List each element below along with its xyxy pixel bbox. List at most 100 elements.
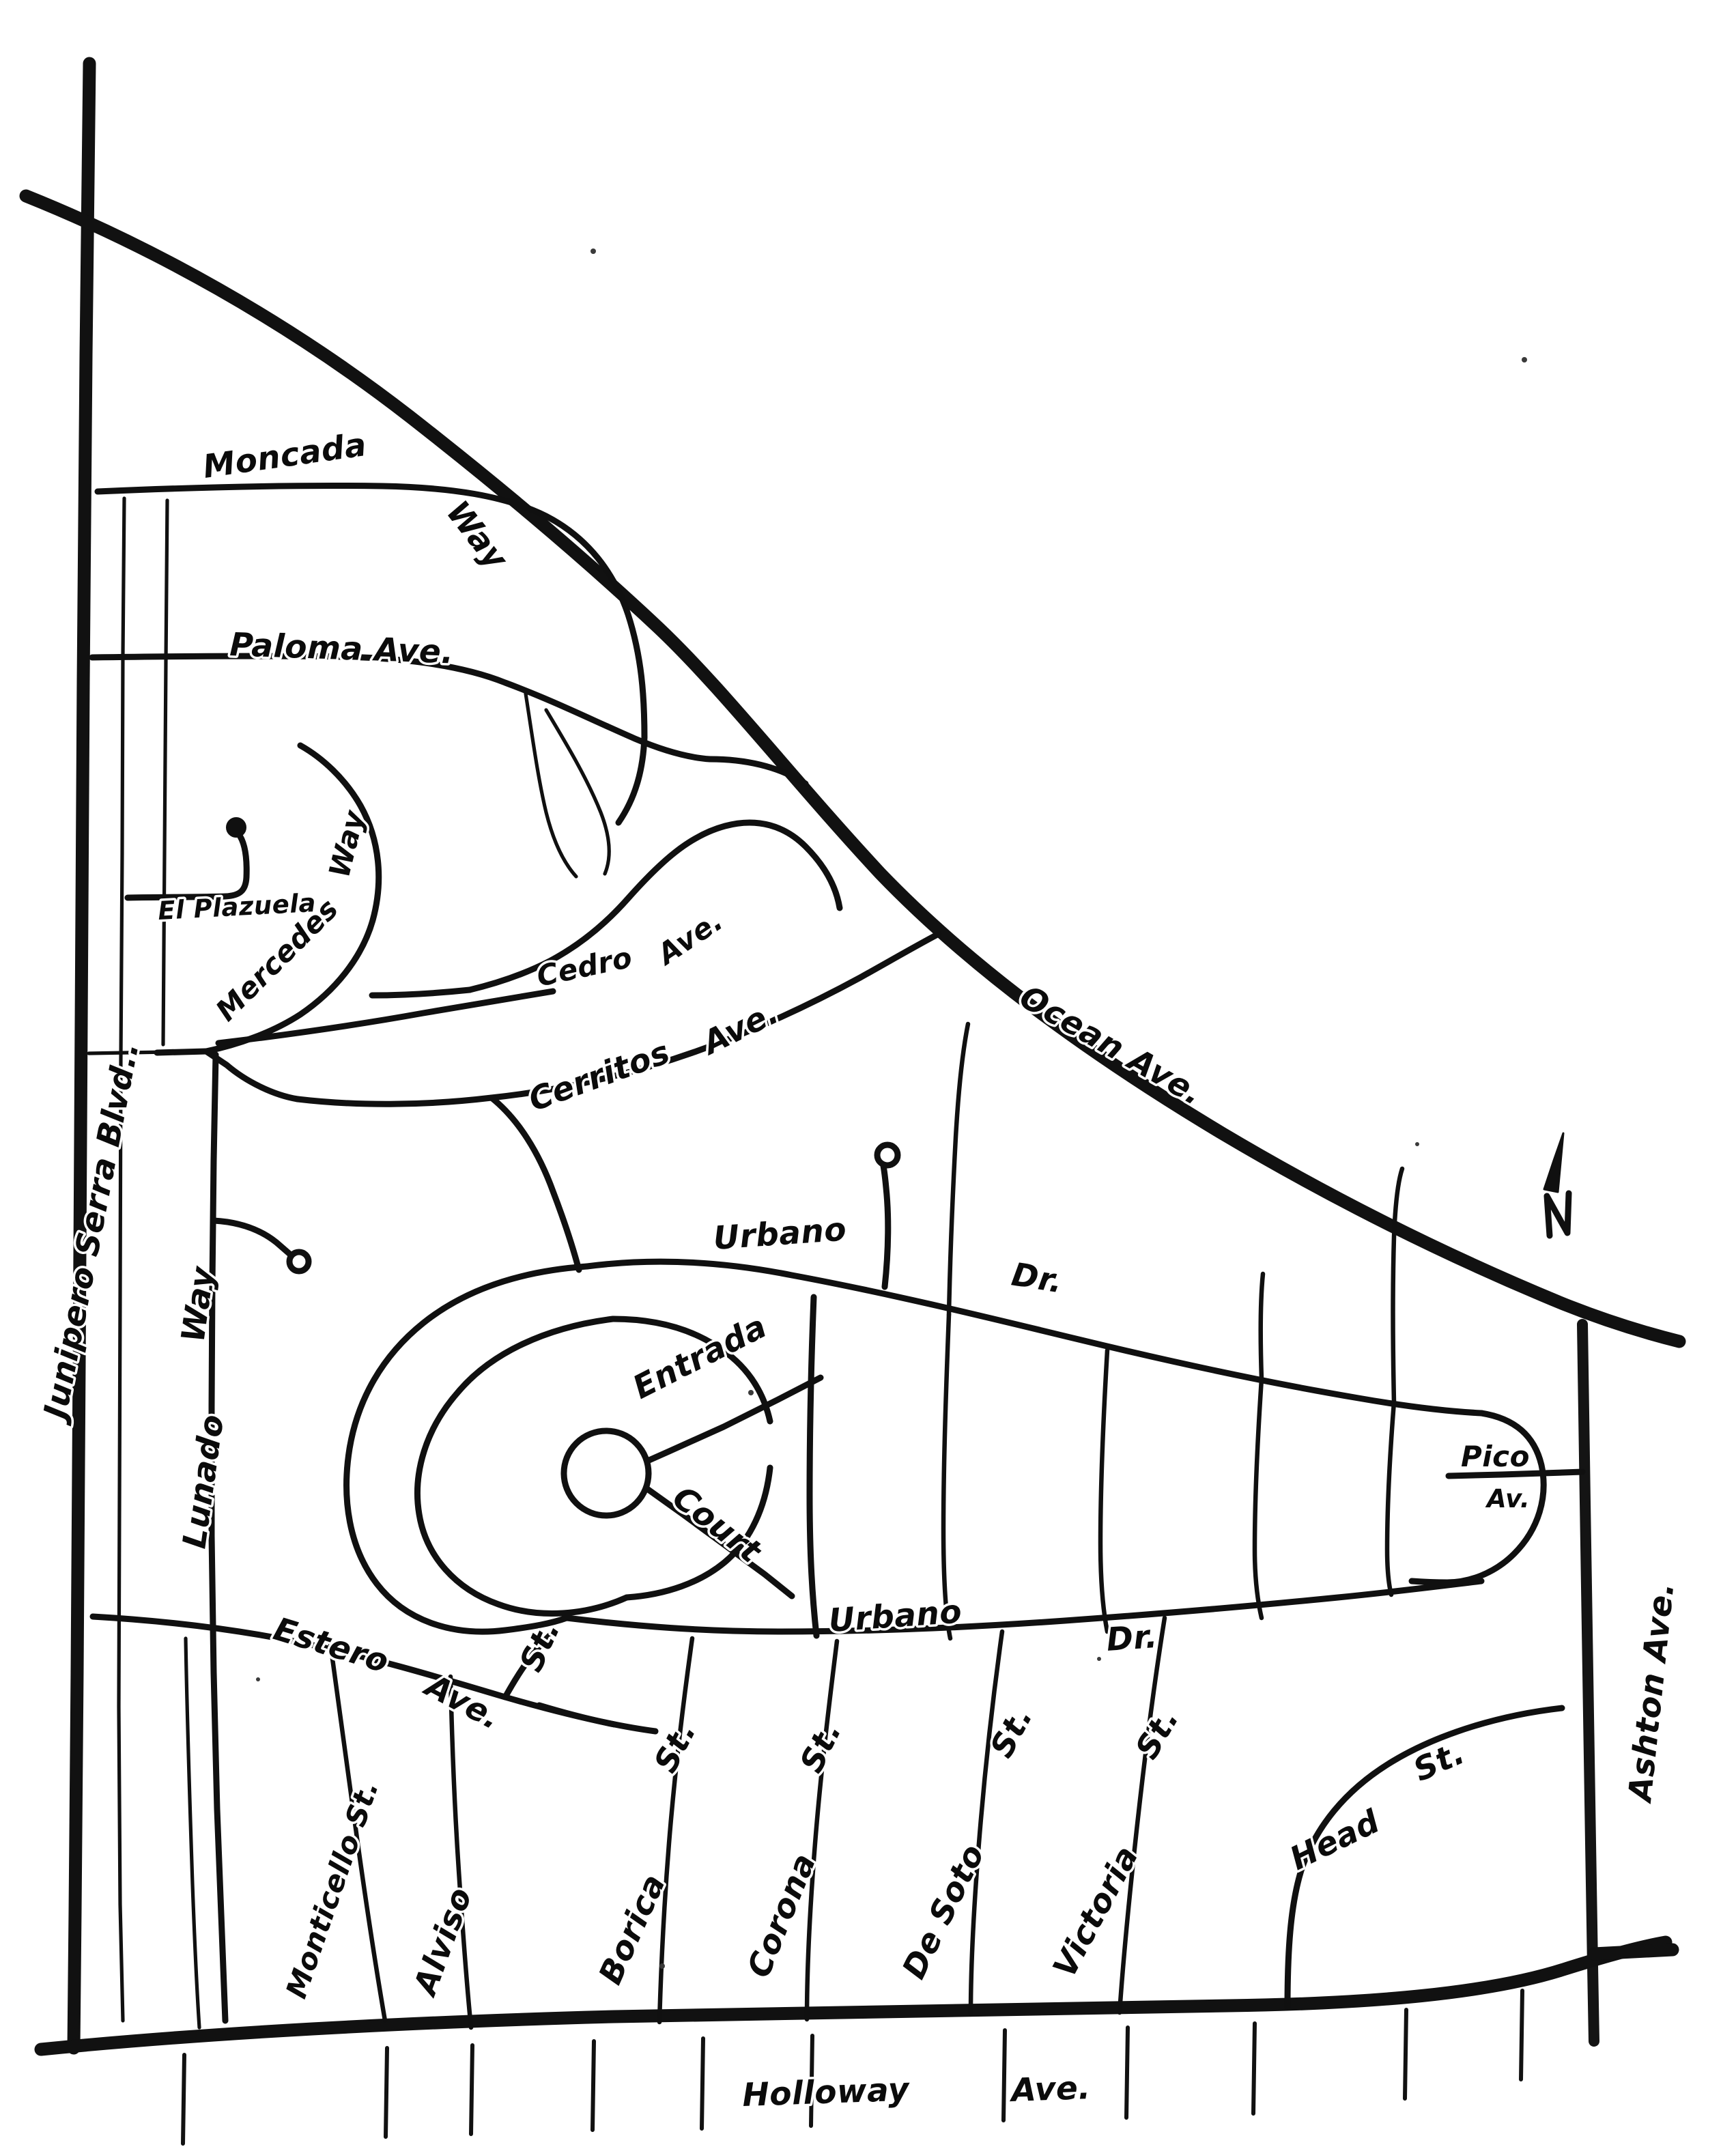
road-de-soto-st (968, 1629, 1005, 2017)
road-paloma-ave (89, 653, 713, 763)
label-moncada-way-suffix: Way (439, 494, 516, 578)
road-corona-st (804, 1638, 840, 2022)
road-urbano-dr-south (563, 1578, 1485, 1635)
label-urbano-north: Urbano (712, 1210, 848, 1257)
holloway-tick-7 (1001, 2028, 1007, 2122)
road-victoria-st (1117, 1615, 1167, 2015)
road-monticello-st (328, 1641, 388, 2023)
road-ashton-ave (1577, 1319, 1599, 2047)
road-lunado-cul-de-sac-stub (210, 1217, 296, 1260)
road-mercedes-way (203, 742, 382, 1055)
road-cross-1 (941, 1312, 953, 1641)
ink-speck (590, 248, 596, 254)
road-cross-3 (1252, 1376, 1264, 1621)
lunado-cul-de-sac-circle (286, 1249, 312, 1275)
road-cross-4 (1384, 1399, 1397, 1597)
label-borica-st-suffix: St. (647, 1716, 704, 1778)
label-holloway-ave-suffix: Ave. (1008, 2069, 1092, 2109)
road-urbano-dr-north (584, 1258, 1485, 1417)
north-cul-de-sac-circle (874, 1141, 901, 1169)
road-lunado-way (208, 1051, 229, 2024)
road-west-tie-mercedes (87, 1049, 208, 1055)
ink-speck (256, 1677, 260, 1681)
label-pico-av-suffix: Av. (1485, 1484, 1530, 1513)
ink-speck (659, 1963, 665, 1969)
label-cerritos: Cerritos (524, 1034, 674, 1119)
label-victoria: Victoria (1046, 1840, 1146, 1984)
road-ocean-ave (19, 189, 1686, 1348)
holloway-tick-11 (1519, 1989, 1524, 2081)
label-ocean-ave: Ocean Ave. (1013, 978, 1210, 1113)
road-urbano-loop-east-nose (1408, 1410, 1547, 1586)
road-urbano-inner-loop-east-lower (623, 1464, 773, 1601)
road-service-west-outer (161, 498, 169, 1047)
road-entrada-court-connector (806, 1294, 820, 1639)
road-service-west-inner (117, 496, 126, 2023)
road-north-cul-de-sac-stub (879, 1156, 892, 1290)
holloway-tick-4 (590, 2039, 596, 2132)
holloway-tick-9 (1251, 2021, 1257, 2116)
holloway-tick-6 (809, 2034, 814, 2128)
road-cross-2 (1098, 1348, 1110, 1634)
road-estero-north-tie (502, 1632, 553, 1701)
label-ashton: Ashton Ave. (1621, 1580, 1682, 1806)
ink-speck (748, 1390, 754, 1395)
road-holloway-ave (34, 1935, 1673, 2056)
road-alviso-st (448, 1674, 474, 2030)
label-lunado: Lunado (175, 1412, 231, 1550)
road-el-plazuela (124, 830, 250, 901)
road-court (641, 1483, 795, 1599)
road-moncada-way-south-leg (615, 734, 648, 826)
ink-speck (1522, 357, 1527, 362)
label-estero: Estero (269, 1610, 393, 1681)
road-loop-lens-west (524, 692, 578, 879)
road-pico-av (1445, 1468, 1586, 1479)
holloway-tick-5 (700, 2036, 705, 2131)
compass-n-letter (1543, 1190, 1572, 1239)
road-moncada-way (94, 482, 648, 741)
label-victoria-st-suffix: St. (1128, 1702, 1186, 1765)
ink-speck (1415, 1142, 1419, 1146)
road-cross-4-north-extension (1391, 1166, 1405, 1405)
road-urbano-inner-loop (414, 1316, 630, 1617)
label-cedro: Cedro (534, 940, 636, 993)
road-urbano-loop-outer (343, 1263, 590, 1635)
road-mercedes-east-leg (215, 988, 556, 1047)
road-holloway-ave-east-spur (1587, 1943, 1679, 1961)
road-urbano-inner-loop-east (610, 1316, 773, 1425)
holloway-tick-2 (384, 2046, 389, 2139)
label-mercedes-way-suffix: Way (322, 806, 371, 881)
ink-speck (1097, 1657, 1101, 1661)
road-cerritos-ave (294, 930, 942, 1107)
road-cross-3-north-extension (1258, 1271, 1266, 1382)
road-estero-ave-east-leg (536, 1702, 618, 1728)
label-holloway: Holloway (741, 2071, 911, 2114)
compass-rose (1543, 1132, 1572, 1239)
label-pico: Pico (1461, 1440, 1530, 1473)
label-urbano-south-suffix: Dr. (1105, 1618, 1159, 1659)
road-south-tie-west-1 (184, 1636, 201, 2030)
road-cedro-ave (466, 819, 843, 993)
label-junipero-serra-blvd: Junipero Serra Blvd.. (35, 1039, 146, 1427)
north-arrow-icon (1543, 1132, 1565, 1193)
label-monticello-st: Monticello St. (279, 1776, 385, 2003)
holloway-tick-3 (469, 2043, 474, 2136)
label-moncada: Moncada (201, 426, 369, 486)
label-paloma-ave: Paloma Ave. (229, 626, 455, 671)
road-head-st (1284, 1705, 1565, 2010)
road-paloma-ave-east-leg (707, 756, 809, 787)
road-cerritos-south-leg (488, 1094, 582, 1273)
road-cerritos-west-leg (203, 1048, 301, 1103)
road-cedro-west-stub (369, 986, 473, 999)
el-plazuela-terminus-dot (226, 817, 246, 838)
label-urbano-north-suffix: Dr. (1009, 1256, 1066, 1301)
holloway-tick-1 (181, 2053, 186, 2146)
label-corona-st-suffix: St. (793, 1716, 849, 1778)
label-urbano-south: Urbano (827, 1593, 963, 1640)
label-cerritos-ave-suffix: Ave. (695, 993, 785, 1063)
road-loop-lens-east (544, 708, 611, 876)
holloway-tick-10 (1403, 2008, 1408, 2101)
rotary-circle (560, 1427, 652, 1519)
